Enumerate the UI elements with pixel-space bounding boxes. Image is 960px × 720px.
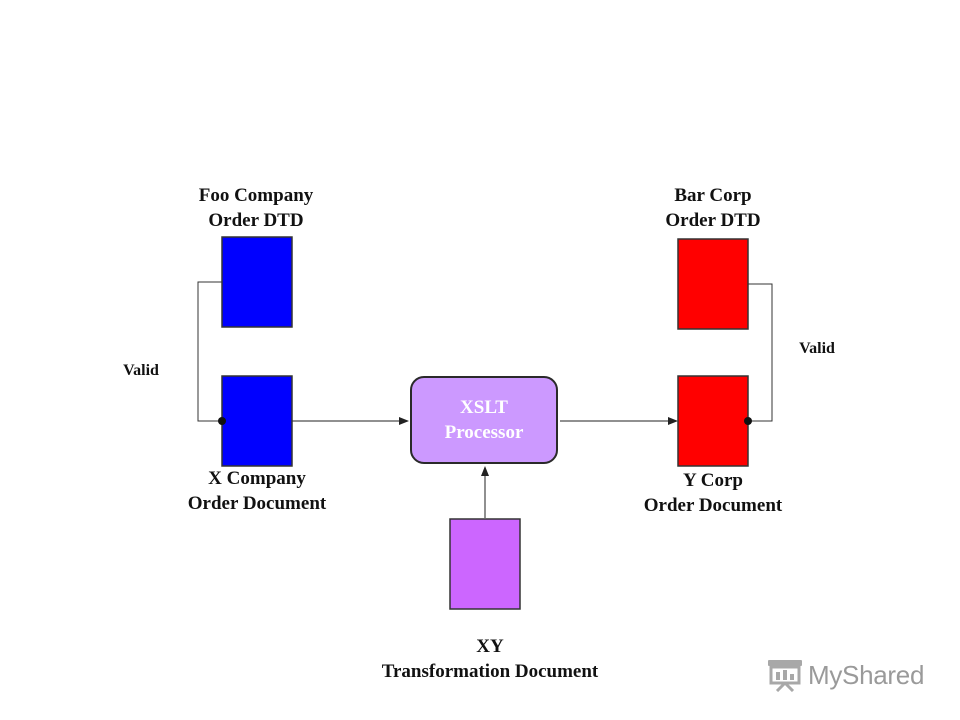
foo-dtd-document	[221, 236, 293, 328]
presentation-board-icon	[768, 660, 802, 692]
connector-dot-left	[218, 417, 226, 425]
watermark: MyShared	[766, 656, 924, 694]
bar-dtd-document	[677, 238, 749, 330]
y-corp-document	[677, 375, 749, 467]
valid-label-left: Valid	[123, 362, 159, 379]
connector-dot-right	[744, 417, 752, 425]
processor-line-1: XSLT	[460, 397, 508, 418]
valid-connector-right	[748, 283, 773, 422]
watermark-text: MyShared	[808, 659, 925, 690]
valid-label-right: Valid	[799, 340, 835, 357]
processor-line-2: Processor	[444, 422, 524, 443]
valid-connector-left	[197, 281, 222, 422]
xy-transformation-document	[449, 518, 521, 610]
x-company-document	[221, 375, 293, 467]
xslt-processor: XSLT Processor	[410, 376, 558, 464]
